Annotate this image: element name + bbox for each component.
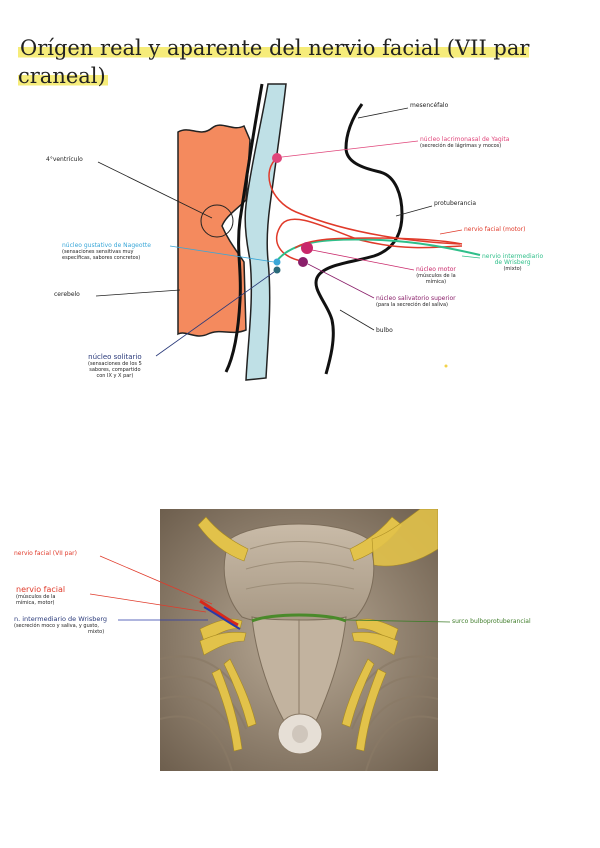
- yellow-dot: [444, 364, 448, 368]
- leader-motor-nucleus: [311, 249, 415, 271]
- solitary-nucleus: [273, 266, 281, 274]
- leader-intermediario: [461, 255, 481, 259]
- label-motor-nucleus-sub1: (músculos de la: [416, 273, 456, 279]
- label-bulbo: bulbo: [376, 327, 393, 334]
- brainstem-anatomy-image: [160, 509, 438, 771]
- label-surco: surco bulboprotuberancial: [452, 618, 531, 625]
- cerebellum-shape: [177, 124, 251, 337]
- leader-mesencefalo: [357, 107, 409, 119]
- label-intermediario-photo-sub2: mixto): [88, 629, 105, 635]
- label-nervio-facial-photo-title: nervio facial: [16, 585, 66, 594]
- label-motor-nucleus-sub2: mímica): [425, 279, 447, 285]
- label-solitario-sub2: sabores, compartido: [89, 367, 141, 373]
- label-cerebelo: cerebelo: [54, 291, 80, 298]
- label-lagrimal-title: núcleo lacrimonasal de Yagita: [420, 136, 510, 143]
- label-cuarto-ventriculo: 4°ventrículo: [46, 156, 83, 163]
- brainstem-left-outline: [224, 83, 264, 373]
- brainstem-anatomy-illustration: [160, 509, 438, 771]
- lacrimal-nucleus: [272, 153, 282, 163]
- leader-gustativo: [169, 245, 275, 263]
- label-solitario: núcleo solitario (sensaciones de los 5 s…: [88, 353, 142, 380]
- leader-nervio-facial: [439, 229, 463, 235]
- label-motor-nucleus: núcleo motor (músculos de la mímica): [416, 266, 456, 285]
- label-solitario-sub1: (sensaciones de los 5: [88, 361, 142, 367]
- label-motor-nucleus-title: núcleo motor: [416, 266, 456, 273]
- motor-path-2: [294, 237, 463, 249]
- label-salivatorio-sub: (para la secreción del saliva): [376, 302, 448, 308]
- label-intermediario-1: nervio intermediario: [482, 253, 544, 260]
- label-intermediario-photo: n. intermediario de Wrisberg (secreción …: [14, 615, 108, 636]
- label-gustativo-title: núcleo gustativo de Nageotte: [62, 242, 151, 249]
- label-intermediario: nervio intermediario de Wrisberg (mixto): [482, 253, 544, 273]
- page-title: Orígen real y aparente del nervio facial…: [18, 34, 538, 90]
- leader-bulbo: [339, 309, 375, 331]
- label-nervio-facial-photo-sub2: mímica, motor): [16, 600, 55, 606]
- label-mesencefalo: mesencéfalo: [410, 102, 449, 109]
- leader-surco: [345, 619, 451, 623]
- label-intermediario-3: (mixto): [503, 266, 522, 272]
- label-lagrimal-sub: (secreción de lágrimas y mocos): [420, 143, 502, 149]
- label-solitario-sub3: con IX y X par): [96, 373, 134, 379]
- label-gustativo: núcleo gustativo de Nageotte (sensacione…: [62, 242, 151, 261]
- leader-vii-par: [99, 555, 213, 605]
- ventricle-circle: [200, 204, 234, 238]
- label-nervio-facial-photo-sub1: (músculos de la: [16, 594, 56, 600]
- label-gustativo-sub1: (sensaciones sensitivas muy: [62, 249, 134, 255]
- label-vii-par: nervio facial (VII par): [14, 550, 77, 557]
- leader-salivatorio: [307, 263, 375, 299]
- label-intermediario-photo-title: n. intermediario de Wrisberg: [14, 615, 108, 623]
- label-salivatorio-title: núcleo salivatorio superior: [376, 295, 456, 302]
- motor-path: [275, 218, 463, 263]
- label-nervio-facial-motor: nervio facial (motor): [464, 226, 526, 233]
- label-solitario-title: núcleo solitario: [88, 353, 142, 361]
- label-intermediario-2: de Wrisberg: [494, 259, 531, 266]
- leader-nervio-facial2: [89, 593, 207, 613]
- label-salivatorio: núcleo salivatorio superior (para la sec…: [376, 295, 456, 308]
- leader-lagrimal: [281, 140, 419, 158]
- label-protuberancia: protuberancia: [434, 200, 477, 207]
- label-intermediario-photo-sub1: (secreción moco y saliva, y gusto,: [14, 623, 99, 629]
- leader-ventriculo: [97, 161, 213, 219]
- leader-solitario: [155, 271, 275, 357]
- gustatory-nucleus: [273, 258, 281, 266]
- leader-cerebelo: [95, 289, 181, 297]
- label-lagrimal: núcleo lacrimonasal de Yagita (secreción…: [420, 136, 509, 149]
- salivary-nucleus: [298, 257, 308, 267]
- motor-nucleus: [301, 242, 313, 254]
- label-nervio-facial-photo: nervio facial (músculos de la mímica, mo…: [16, 585, 65, 606]
- leader-protuberancia: [395, 205, 433, 217]
- label-gustativo-sub2: específicas, sabores concretos): [62, 255, 141, 261]
- bulbopontine-sulcus-line: [251, 613, 347, 623]
